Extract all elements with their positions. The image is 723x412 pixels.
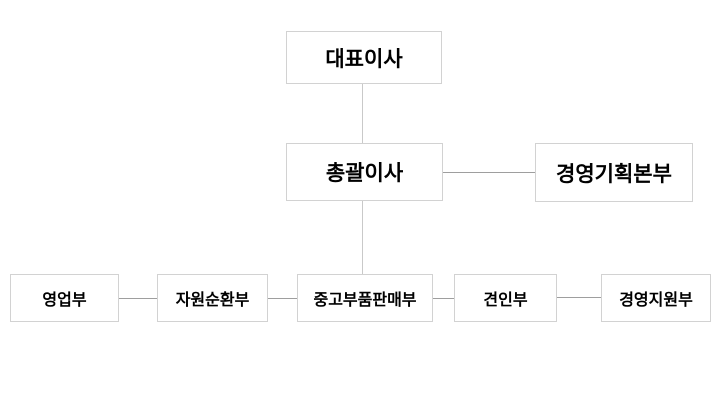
connector-executive-director-to-planning-hq — [443, 172, 535, 173]
org-node-executive-director: 총괄이사 — [286, 143, 443, 201]
org-node-label-towing-dept: 견인부 — [483, 292, 528, 309]
org-node-label-sales-dept: 영업부 — [42, 292, 87, 309]
org-node-label-management-support-dept: 경영지원부 — [619, 292, 693, 309]
connector-ceo-to-executive-director — [362, 84, 363, 143]
org-node-sales-dept: 영업부 — [10, 274, 119, 322]
connector-used-parts-to-towing — [433, 298, 454, 299]
org-node-label-planning-hq: 경영기획본부 — [556, 162, 672, 186]
org-node-label-resource-recycling-dept: 자원순환부 — [175, 292, 250, 309]
org-node-planning-hq: 경영기획본부 — [535, 143, 693, 202]
connector-executive-director-to-used-parts — [362, 201, 363, 274]
org-node-used-parts-sales-dept: 중고부품판매부 — [297, 274, 433, 322]
org-node-label-executive-director: 총괄이사 — [325, 162, 404, 185]
connector-sales-to-resource-recycling — [119, 298, 157, 299]
org-node-ceo: 대표이사 — [286, 31, 442, 84]
org-node-label-used-parts-sales-dept: 중고부품판매부 — [313, 292, 417, 309]
connector-towing-to-management-support — [557, 297, 601, 298]
connector-resource-recycling-to-used-parts — [268, 298, 297, 299]
org-node-management-support-dept: 경영지원부 — [601, 274, 711, 322]
org-node-towing-dept: 견인부 — [454, 274, 557, 322]
org-node-label-ceo: 대표이사 — [325, 47, 403, 71]
org-node-resource-recycling-dept: 자원순환부 — [157, 274, 268, 322]
